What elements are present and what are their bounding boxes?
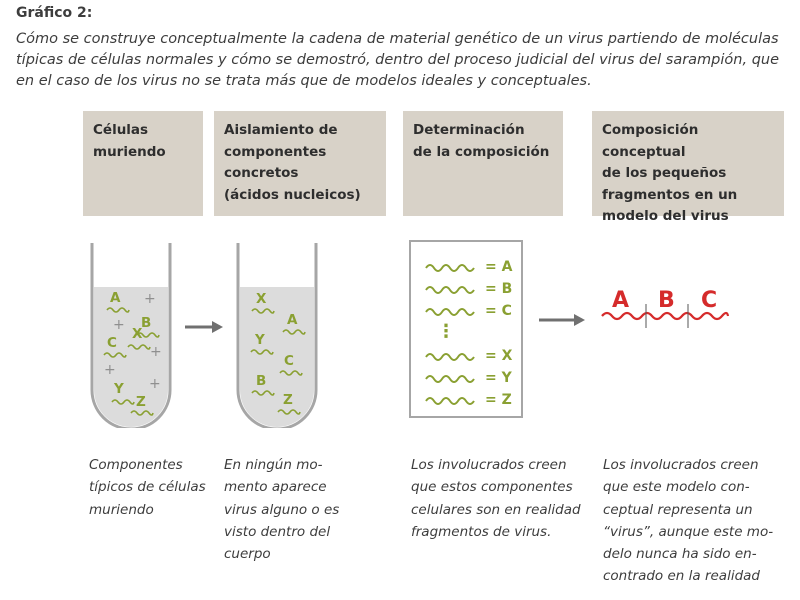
composition-list-box: = A = B = C ⋮ = X = Y = Z xyxy=(409,240,523,418)
model-letter-b: B xyxy=(658,288,675,313)
fragment-wave-icon xyxy=(425,375,475,383)
tube2-label-c: C xyxy=(284,353,294,369)
tube2-label-a: A xyxy=(287,312,298,328)
list-item-label: = B xyxy=(485,281,513,297)
tube1-label-c: C xyxy=(107,335,117,351)
figure-subtitle: Cómo se construye conceptualmente la cad… xyxy=(16,31,780,89)
figure-title: Gráfico 2: xyxy=(16,5,93,21)
tube2-wave-c xyxy=(279,370,303,376)
step4-caption: Los involucrados creen que este modelo c… xyxy=(603,457,774,585)
virus-model-strand xyxy=(601,304,730,328)
list-item-label: = C xyxy=(485,303,512,319)
step4-header: Composición conceptual de los pequeños f… xyxy=(592,111,784,224)
tube1-wave-x xyxy=(127,344,151,350)
tube1-label-y: Y xyxy=(114,381,124,397)
list-item-label: = Z xyxy=(485,392,512,408)
tube1-label-a: A xyxy=(110,290,121,306)
arrow-2-icon xyxy=(539,314,585,326)
fragment-wave-icon xyxy=(425,264,475,272)
step3-caption: Los involucrados creen que estos compone… xyxy=(411,457,581,540)
tube-1-fluid xyxy=(94,287,168,427)
step2-header: Aislamiento de componentes concretos (ác… xyxy=(214,111,386,216)
list-item-label: = A xyxy=(485,259,513,275)
tube1-label-z: Z xyxy=(136,394,146,410)
tube1-wave-c xyxy=(103,352,127,358)
tube1-wave-y xyxy=(111,399,135,405)
tube2-label-y: Y xyxy=(255,332,265,348)
tube-1-glass xyxy=(90,243,172,428)
tube1-plus-4: + xyxy=(104,362,116,378)
tube2-label-z: Z xyxy=(283,392,293,408)
tube2-wave-z xyxy=(277,409,301,415)
tube2-wave-y xyxy=(250,349,274,355)
tube2-label-b: B xyxy=(256,373,267,389)
tube2-wave-a xyxy=(282,329,306,335)
test-tube-2 xyxy=(236,243,318,428)
step1-header: Células muriendo xyxy=(83,111,203,216)
fragment-wave-icon xyxy=(425,397,475,405)
tube-2-fluid xyxy=(240,287,314,427)
model-letter-c: C xyxy=(701,288,718,313)
tube1-wave-b xyxy=(136,332,160,338)
tube1-plus-3: + xyxy=(150,344,162,360)
list-ellipsis: ⋮ xyxy=(437,321,455,342)
tube1-label-b: B xyxy=(141,315,152,331)
tube1-plus-5: + xyxy=(149,376,161,392)
tube1-wave-z xyxy=(130,410,154,416)
fragment-wave-icon xyxy=(425,308,475,316)
step2-caption: En ningún mo- mento aparece virus alguno… xyxy=(224,457,340,563)
tube2-wave-x xyxy=(251,308,275,314)
model-letter-a: A xyxy=(612,288,630,313)
fragment-wave-icon xyxy=(425,286,475,294)
test-tube-1 xyxy=(90,243,172,428)
step3-header: Determinación de la composición xyxy=(403,111,563,216)
fragment-wave-icon xyxy=(425,353,475,361)
tube1-plus-2: + xyxy=(113,317,125,333)
tube2-wave-b xyxy=(251,390,275,396)
tube1-plus-1: + xyxy=(144,291,156,307)
list-item-label: = X xyxy=(485,348,513,364)
arrow-1-icon xyxy=(185,321,223,333)
tube2-label-x: X xyxy=(256,291,267,307)
tube1-wave-a xyxy=(106,307,130,313)
list-item-label: = Y xyxy=(485,370,512,386)
tube-2-glass xyxy=(236,243,318,428)
step1-caption: Componentes típicos de células muriendo xyxy=(89,457,206,518)
